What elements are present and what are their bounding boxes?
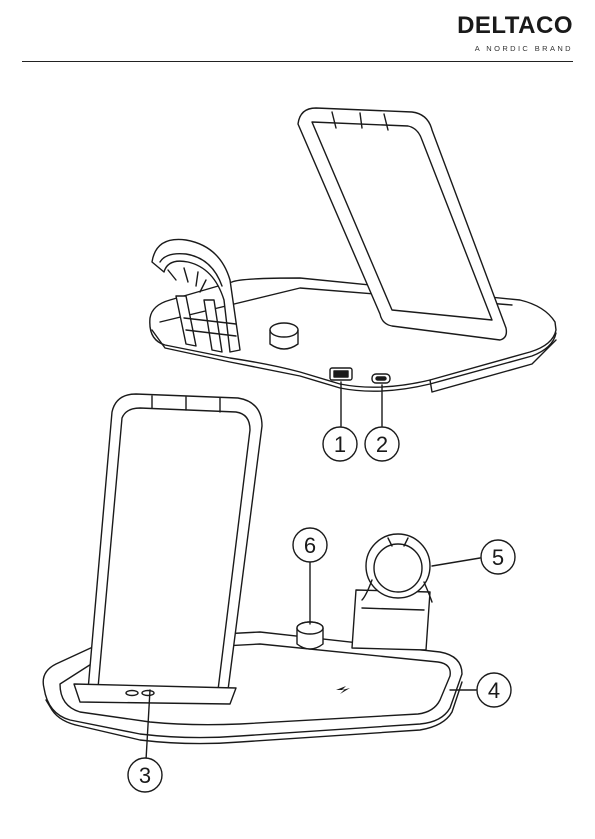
svg-text:4: 4 xyxy=(488,678,500,703)
callout-6: 6 xyxy=(293,528,327,562)
charger-rear-view xyxy=(150,108,556,426)
svg-text:3: 3 xyxy=(139,763,151,788)
svg-text:6: 6 xyxy=(304,533,316,558)
svg-text:5: 5 xyxy=(492,545,504,570)
svg-text:2: 2 xyxy=(376,432,388,457)
callout-4: 4 xyxy=(477,673,511,707)
callout-3: 3 xyxy=(128,758,162,792)
callout-2: 2 xyxy=(365,427,399,461)
callout-1: 1 xyxy=(323,427,357,461)
callout-5: 5 xyxy=(481,540,515,574)
svg-text:1: 1 xyxy=(334,432,346,457)
charger-front-view xyxy=(43,394,480,760)
